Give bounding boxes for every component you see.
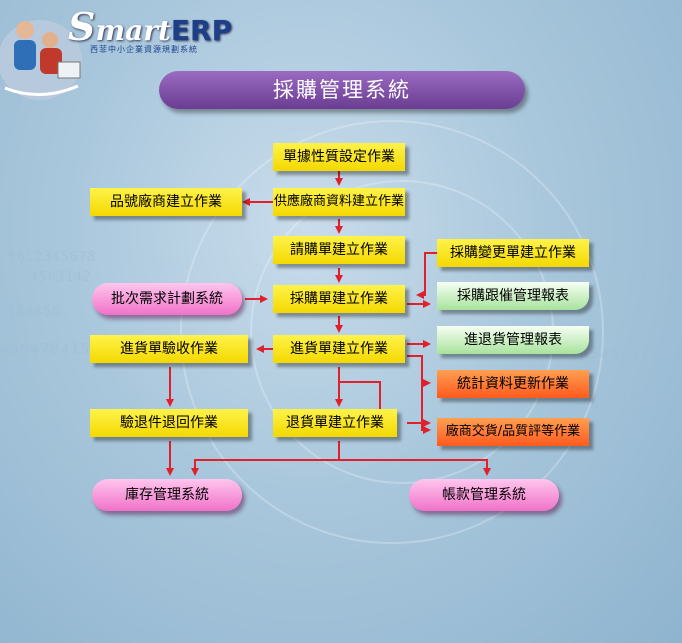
people-illustration-icon (0, 20, 82, 100)
box-property-setup[interactable]: 單據性質設定作業 (273, 143, 405, 171)
background-number: 5612345678 (8, 250, 97, 265)
box-requisition[interactable]: 請購單建立作業 (273, 236, 405, 264)
box-batch-plan[interactable]: 批次需求計劃系統 (92, 283, 242, 315)
box-receiving[interactable]: 進貨單建立作業 (273, 335, 405, 363)
box-inventory[interactable]: 庫存管理系統 (92, 479, 242, 511)
background-number: 87654563146 (560, 345, 671, 363)
background-number: 158456 (8, 305, 61, 320)
box-item-vendor[interactable]: 品號廠商建立作業 (90, 188, 242, 216)
arrow-receiving-to-stats (407, 355, 431, 387)
arrow-return-to-accounts (339, 459, 491, 476)
box-change-order[interactable]: 採購變更單建立作業 (437, 239, 589, 267)
logo-s: S (68, 4, 96, 49)
logo-subtitle: 西菲中小企業資源規劃系統 (90, 45, 198, 54)
background-number: 1234 (640, 270, 676, 285)
box-receiving-inspect[interactable]: 進貨單驗收作業 (90, 335, 248, 363)
arrow-return-to-inventory (191, 441, 340, 476)
logo-wordmark: SmartERP (68, 4, 232, 49)
box-follow-report[interactable]: 採購跟催管理報表 (437, 282, 589, 310)
arrow-change-to-po (416, 252, 437, 299)
box-supplier[interactable]: 供應廠商資料建立作業 (273, 188, 405, 216)
smarterp-logo: SmartERP 西菲中小企業資源規劃系統 (0, 0, 232, 110)
box-inspect-return[interactable]: 驗退件退回作業 (90, 409, 248, 437)
arrow-receiving-to-rating (421, 383, 431, 434)
logo-erp: ERP (170, 14, 233, 47)
box-accounts[interactable]: 帳款管理系統 (409, 479, 559, 511)
arrow-receiving-to-rating-side (339, 381, 384, 418)
globe-decoration (180, 120, 604, 544)
box-purchase-order[interactable]: 採購單建立作業 (273, 285, 405, 313)
background-number: 156484 (620, 390, 673, 405)
page-title: 採購管理系統 (159, 71, 525, 109)
background-number: 4564784152 (0, 340, 101, 358)
box-return-report[interactable]: 進退貨管理報表 (437, 326, 589, 354)
logo-mart: mart (95, 14, 171, 47)
background-number: 4563142 (30, 270, 92, 285)
box-return-order[interactable]: 退貨單建立作業 (273, 409, 397, 437)
box-vendor-rating[interactable]: 廠商交貨/品質評等作業 (437, 418, 589, 446)
box-stats-update[interactable]: 統計資料更新作業 (437, 370, 589, 398)
